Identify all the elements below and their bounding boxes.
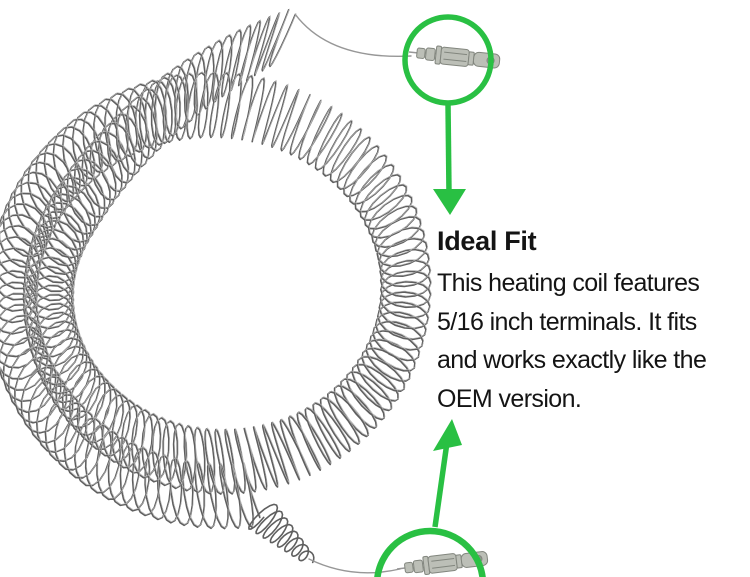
annotation-text-block: Ideal Fit This heating coil features 5/1… xyxy=(437,226,707,418)
coil-spring xyxy=(0,9,432,530)
terminal-barrel xyxy=(427,553,458,574)
arrow-down-icon xyxy=(433,102,466,215)
coil-tail xyxy=(248,503,315,564)
terminal-barrel-ridge xyxy=(443,58,467,63)
arrow-up-head xyxy=(433,419,462,451)
callout-top xyxy=(402,14,494,215)
annotation-line-4: OEM version. xyxy=(437,384,582,413)
terminal-crimp-1 xyxy=(416,47,426,59)
terminal-barrel xyxy=(439,46,470,67)
terminal-crimp-1 xyxy=(404,561,414,574)
callout-circle-bottom-icon xyxy=(374,527,486,577)
annotation-title: Ideal Fit xyxy=(437,226,537,256)
callout-bottom xyxy=(374,419,486,577)
arrow-down-shaft xyxy=(445,102,452,194)
bottom-lead-wire xyxy=(308,558,401,574)
top-lead-wire xyxy=(294,13,412,58)
annotation-line-2: 5/16 inch terminals. It fits xyxy=(437,307,697,336)
arrow-up-shaft xyxy=(432,445,450,528)
annotation-line-3: and works exactly like the xyxy=(437,346,707,374)
coil-spring-highlight xyxy=(0,8,432,529)
coil-assembly xyxy=(0,8,432,574)
terminal-crimp-2 xyxy=(424,47,436,61)
arrow-up-icon xyxy=(432,419,462,528)
terminal-barrel-ridge xyxy=(432,564,456,569)
arrow-down-head xyxy=(433,189,466,215)
terminal-crimp-2 xyxy=(412,559,424,574)
terminal-barrel-ridge xyxy=(444,51,468,56)
terminal-barrel-ridge xyxy=(431,557,455,562)
annotation-line-1: This heating coil features xyxy=(437,269,700,297)
